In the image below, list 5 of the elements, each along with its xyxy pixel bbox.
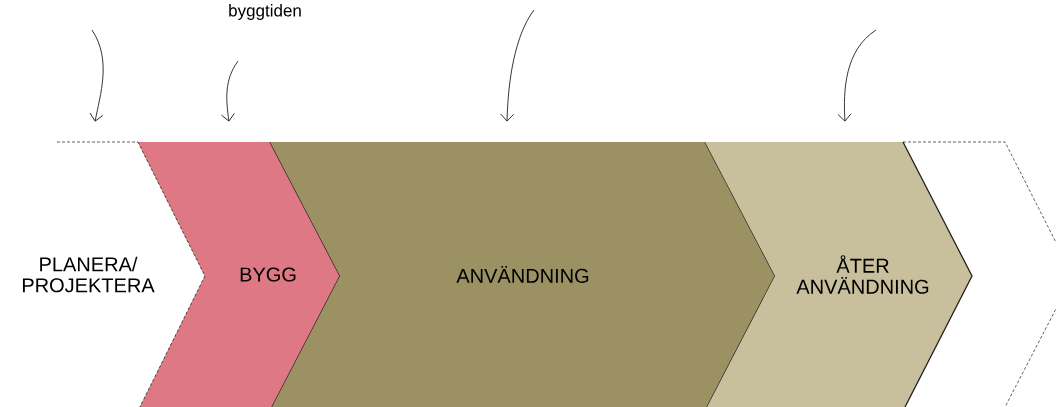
arrow xyxy=(500,9,535,122)
caption-text: byggtiden xyxy=(229,4,301,20)
leader-arrow xyxy=(221,60,239,122)
arrow xyxy=(837,29,877,122)
arrow xyxy=(89,29,104,122)
